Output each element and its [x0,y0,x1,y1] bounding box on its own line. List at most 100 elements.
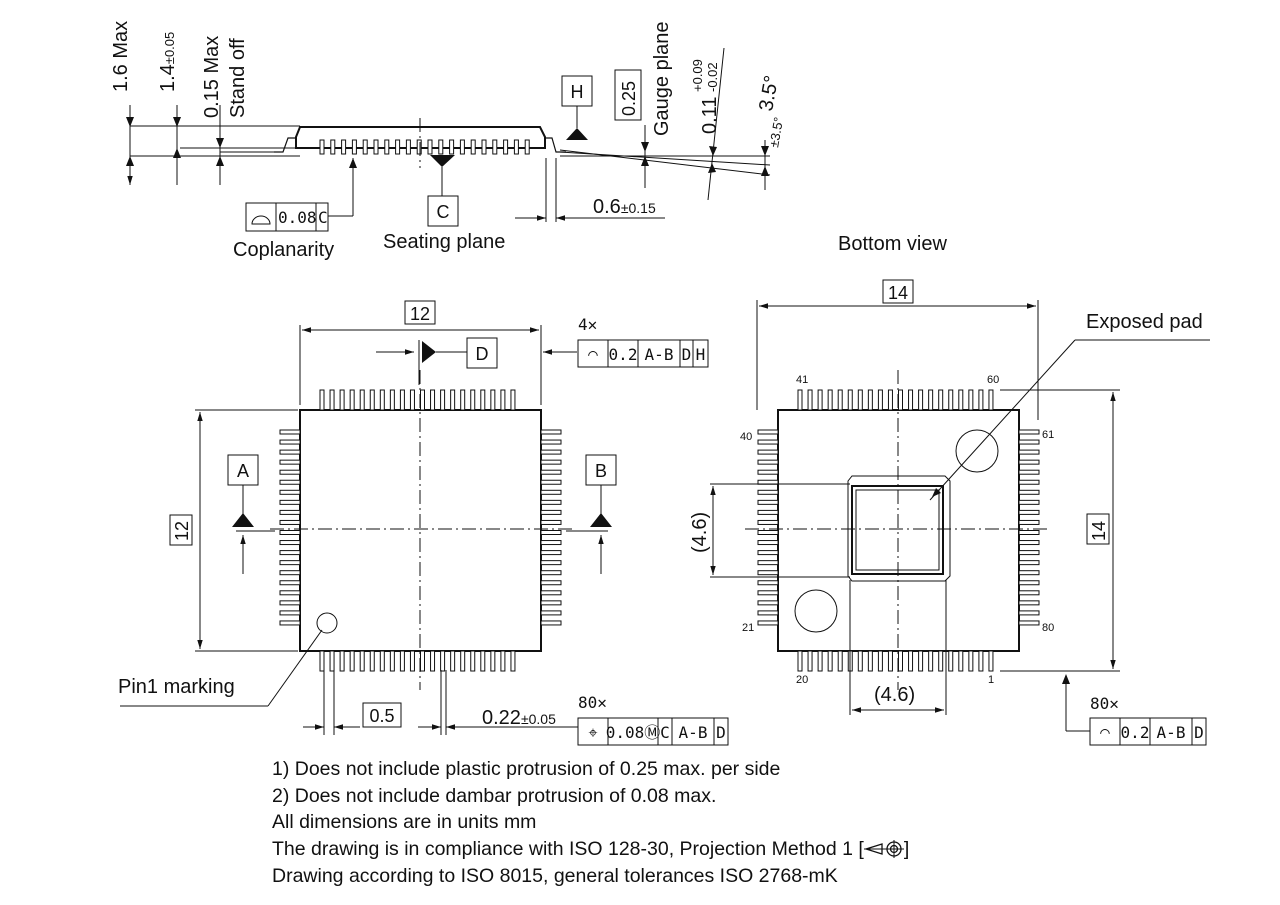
side-lead [449,139,455,155]
top-lead-left [279,519,301,525]
top-lead-top [510,389,516,411]
top-lead-top [420,389,425,411]
bottom-lead-top [968,389,974,411]
bottom-lead-bottom [928,650,934,672]
bottom-lead-left [757,620,779,626]
pin-number-21: 21 [742,622,754,634]
pin-number-41: 41 [796,374,808,386]
side-lead-teeth [319,139,530,155]
bottom-lead-bottom [857,650,863,672]
top-lead-left [279,479,301,485]
bottom-lead-left [757,489,779,495]
top-lead-bottom [379,650,385,672]
bottom-lead-left [757,570,779,576]
datum-d-box [466,337,498,369]
datum-h: H [571,82,584,102]
top-lead-bottom [389,650,395,672]
pitch-box [362,702,402,728]
bottom-lead-right [1018,509,1040,515]
bottom-lead-left [757,550,779,556]
bottom-lead-top [928,389,934,411]
bottom-lead-bottom [978,650,984,672]
bottom-view: Bottom view Exposed pad 14 14 (4.6) [689,233,1210,746]
bottom-lead-bottom [837,650,843,672]
bottom-lead-right [1018,459,1040,465]
bottom-lead-top [918,389,924,411]
top-lead-right [540,499,562,505]
bottom-lead-top [827,389,833,411]
position-cell-text: 0.08Ⓜ [606,723,661,742]
bottom-lead-bottom [918,650,924,672]
projection-method-icon [863,840,904,859]
bottom-lead-left [757,590,779,596]
top-lead-top [490,389,496,411]
side-lead [405,139,411,155]
bottom-width: 14 [888,283,908,303]
top-lead-right [540,489,562,495]
bottom-lead-right [1018,489,1040,495]
top-lead-right [540,469,562,475]
bottom-view-leads [757,389,1040,672]
bottom-lead-top [857,389,863,411]
pin-number-60: 60 [987,374,999,386]
gauge-label: Gauge plane [651,21,673,136]
bottom-lead-bottom [958,650,964,672]
top-lead-bottom [359,650,365,672]
bottom-lead-left [757,449,779,455]
top-lead-left [279,499,301,505]
bottom-lead-right [1018,519,1040,525]
coplanarity-label: Coplanarity [233,239,334,261]
top-lead-right [540,600,562,606]
side-lead [438,139,444,155]
side-lead [351,139,357,155]
side-lead [459,139,465,155]
bottom-lead-right [1018,610,1040,616]
pin1-label: Pin1 marking [118,676,235,698]
top-lead-left [279,550,301,556]
lead-width: 0.22±0.05 [482,707,556,729]
bottom-lead-bottom [968,650,974,672]
side-lead [395,139,401,155]
gauge-box [614,69,642,121]
top-lead-top [389,389,395,411]
note-3: All dimensions are in units mm [272,811,537,834]
top-lead-left [279,570,301,576]
exposed-pad-label: Exposed pad [1086,311,1203,333]
top-lead-right [540,610,562,616]
gauge-value: 0.25 [619,81,639,116]
bottom-profile-cell-text: ◠ [1100,723,1110,742]
side-lead [384,139,390,155]
top-lead-left [279,469,301,475]
bottom-lead-right [1018,429,1040,435]
top-lead-left [279,560,301,566]
top-lead-top [359,389,365,411]
coplanarity-frame [245,202,329,232]
bottom-profile-cell-text: 0.2 [1121,723,1150,742]
seating-plane-label: Seating plane [383,231,505,253]
bottom-lead-right [1018,479,1040,485]
coplanarity-value: 0.08 [278,208,317,227]
side-lead [362,139,368,155]
top-height: 12 [172,521,192,541]
bottom-lead-left [757,499,779,505]
pin-number-61: 61 [1042,429,1054,441]
pin1-dot [316,612,338,634]
bottom-lead-right [1018,439,1040,445]
top-lead-bottom [460,650,466,672]
top-lead-top [399,389,405,411]
top-lead-bottom [450,650,456,672]
top-lead-bottom [420,650,425,672]
pin-number-80: 80 [1042,622,1054,634]
pitch: 0.5 [369,706,394,726]
bottom-lead-bottom [988,650,994,672]
side-lead [427,139,433,155]
bottom-lead-top [988,389,994,411]
datum-c-triangle [430,155,455,167]
datum-d-triangle [422,341,436,363]
lead-thk-tol-minus: -0.02 [705,62,720,92]
dim-standoff: 0.15 Max [201,36,223,118]
top-lead-top [369,389,375,411]
